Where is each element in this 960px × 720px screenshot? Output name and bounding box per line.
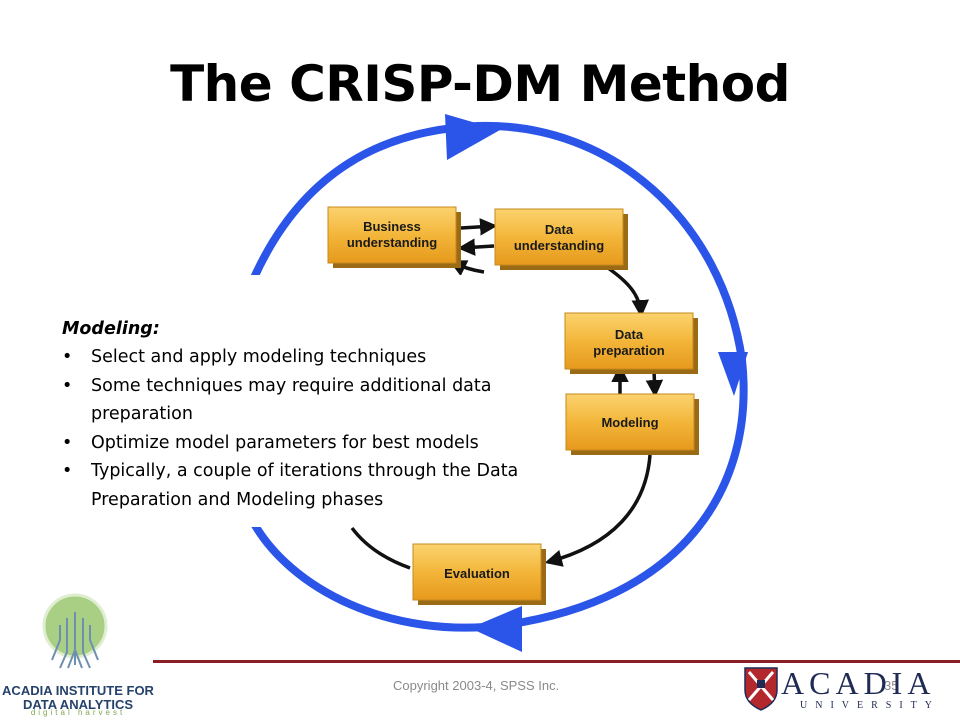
- arrow-evaluation-back: [350, 526, 411, 570]
- notes-bullet-item: • Select and apply modeling techniques: [62, 343, 540, 372]
- phase-evaluation: Evaluation: [412, 543, 546, 605]
- notes-heading: Modeling:: [62, 319, 160, 339]
- phase-modeling-label: Modeling: [601, 415, 658, 430]
- modeling-notes-panel: Modeling: • Select and apply modeling tec…: [48, 275, 540, 527]
- bullet-icon: •: [62, 375, 73, 396]
- acadia-crest-icon: [744, 667, 778, 711]
- arrow-modeling-to-evaluation: [544, 454, 652, 567]
- phase-data-understanding-line2: understanding: [514, 238, 604, 253]
- notes-bullet-item: • Optimize model parameters for best mode…: [62, 429, 540, 458]
- page-number: 35: [884, 678, 899, 693]
- tree-icon: [51, 612, 99, 669]
- phase-business-understanding-line1: Business: [363, 219, 421, 234]
- phase-evaluation-label: Evaluation: [444, 566, 510, 581]
- arrow-du-to-bu: [457, 238, 495, 256]
- notes-list: • Select and apply modeling techniques • S…: [62, 343, 540, 514]
- phase-business-understanding-line2: understanding: [347, 235, 437, 250]
- bullet-icon: •: [62, 347, 73, 367]
- phase-data-understanding: Data understanding: [494, 208, 628, 270]
- footer-divider: [153, 660, 960, 663]
- notes-bullet-item: • Typically, a couple of iterations throu…: [62, 457, 540, 514]
- notes-bullet-text: Select and apply modeling techniques: [91, 347, 427, 367]
- notes-bullet-text: Some techniques may require additional d…: [91, 375, 492, 425]
- cycle-arrowhead-top: [445, 114, 500, 160]
- phase-data-preparation-line1: Data: [615, 327, 644, 342]
- phase-data-preparation: Data preparation: [564, 312, 698, 374]
- aida-logo-mark: [42, 593, 108, 669]
- phase-business-understanding: Business understanding: [327, 206, 461, 268]
- phase-data-preparation-line2: preparation: [593, 343, 665, 358]
- cycle-arrowhead-right: [718, 352, 748, 396]
- bullet-icon: •: [62, 432, 73, 453]
- copyright-text: Copyright 2003-4, SPSS Inc.: [393, 678, 560, 693]
- phase-modeling: Modeling: [565, 393, 699, 455]
- arrow-du-to-dp: [606, 266, 649, 318]
- phase-data-understanding-line1: Data: [545, 222, 574, 237]
- acadia-logo-subtitle: UNIVERSITY: [800, 700, 940, 711]
- outer-cycle: [248, 114, 748, 652]
- slide-title: The CRISP-DM Method: [170, 55, 790, 113]
- arrow-dp-to-modeling: [645, 370, 664, 398]
- arrow-bu-to-du: [460, 218, 498, 236]
- bullet-icon: •: [62, 461, 73, 481]
- acadia-logo-wordmark: ACADIA: [781, 665, 936, 701]
- notes-bullet-text: Optimize model parameters for best model…: [91, 432, 479, 453]
- aida-logo-tagline: digital harvest: [30, 708, 126, 717]
- notes-bullet-item: • Some techniques may require additional …: [62, 372, 540, 429]
- cycle-arrowhead-bottom: [470, 606, 522, 652]
- notes-bullet-text: Typically, a couple of iterations throug…: [91, 461, 519, 510]
- aida-logo-name: ACADIA INSTITUTE FOR DATA ANALYTICS: [2, 683, 154, 712]
